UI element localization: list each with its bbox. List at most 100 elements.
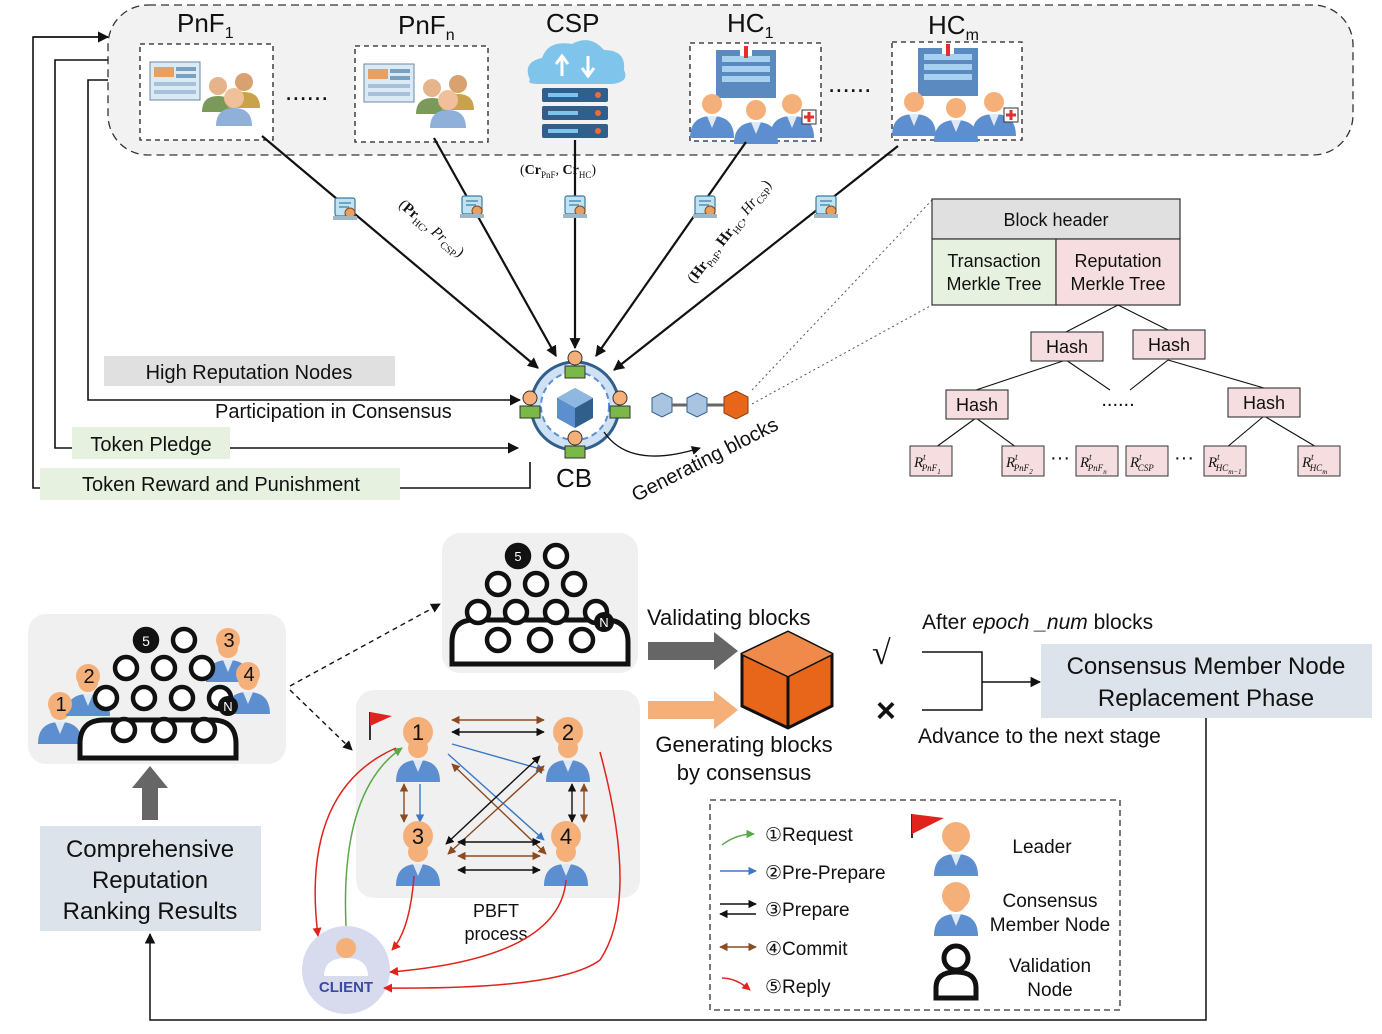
validators-icon: [449, 542, 631, 667]
hcm-label: HCm: [928, 10, 979, 44]
hash-node: Hash: [1148, 335, 1190, 355]
to-validators-arrow: [289, 603, 441, 687]
cb-consensus-icon: [519, 350, 631, 459]
token-pledge-box: [72, 427, 230, 459]
pbft-node-2: [546, 717, 590, 782]
pbft-node-label: 4: [560, 824, 572, 849]
decision-lines: [922, 651, 1042, 711]
pbft-node-1: [369, 712, 440, 782]
advance-label: Advance to the next stage: [918, 725, 1161, 748]
rep-tree-line2: Merkle Tree: [1070, 274, 1165, 294]
pbft-label-line1: PBFT: [473, 901, 519, 921]
generating-consensus-line2: by consensus: [677, 760, 812, 785]
legend-box: [709, 799, 1121, 1011]
legend-validation-line1: Validation: [1009, 956, 1091, 977]
legend-arrows: [719, 829, 757, 991]
merkle-tree-edges: [931, 304, 1319, 451]
pnf1-label: PnF1: [177, 8, 234, 42]
flows-to-cb: [261, 135, 899, 371]
pbft-label-line2: process: [464, 924, 527, 944]
merkle-hash-nodes: [945, 329, 1301, 420]
return-loop-line: [144, 718, 1207, 1021]
report-doc-icon: [813, 195, 839, 219]
ranked-nodes-icon: [38, 626, 270, 761]
block-header-title: Block header: [1003, 210, 1108, 230]
client-label: CLIENT: [319, 979, 373, 996]
legend-validation-icon: [933, 943, 979, 1001]
pbft-arrows: [399, 715, 589, 875]
generating-arrow: [603, 431, 701, 457]
merkle-dots: ......: [1101, 389, 1134, 411]
generating-blocks-label: Generating blocks: [628, 414, 782, 507]
validating-arrow: [648, 632, 738, 670]
legend-member-line1: Consensus: [1002, 891, 1097, 912]
legend-leader-icon: [911, 814, 978, 876]
dots-hc: ......: [828, 68, 871, 98]
legend-member-line2: Member Node: [990, 915, 1110, 936]
pbft-node-4: [544, 821, 588, 886]
leader-flag-icon: [370, 712, 392, 726]
dots-pnf: ......: [285, 76, 328, 106]
legend-commit: ④Commit: [765, 939, 848, 960]
hc1-hospital-icon: [689, 42, 822, 144]
merkle-leaf-box: [909, 445, 953, 477]
validating-blocks-label: Validating blocks: [647, 605, 810, 630]
hr-label: (HrPnF, HrHC, HrCSP): [685, 177, 778, 288]
merkle-leaf-box: [1001, 445, 1045, 477]
cb-label: CB: [556, 463, 592, 493]
ranking-line3: Ranking Results: [63, 898, 238, 925]
pnf1-icon: [139, 43, 274, 141]
report-doc-icon: [562, 195, 588, 219]
cr-label: (CrPnF, CrHC): [520, 163, 596, 180]
replacement-line1: Consensus Member Node: [1067, 653, 1346, 680]
participation-label: Participation in Consensus: [215, 401, 452, 423]
high-rep-box: [104, 356, 395, 386]
token-reward-box: [40, 468, 400, 500]
rank-badge-5: 5: [142, 633, 150, 649]
after-epoch-label: After epoch _num blocks: [922, 611, 1153, 634]
hash-node: Hash: [1046, 337, 1088, 357]
rank-badge-4: 4: [243, 664, 254, 686]
legend-validation-line2: Node: [1027, 980, 1072, 1001]
pnfn-label: PnFn: [398, 10, 455, 44]
orange-block-cube-icon: [740, 630, 834, 730]
hash-node: Hash: [1243, 393, 1285, 413]
client-icon: [302, 926, 390, 1014]
legend-request: ①Request: [765, 825, 854, 846]
legend-leader: Leader: [1012, 837, 1072, 858]
client-curves: [312, 747, 621, 993]
hash-node: Hash: [956, 395, 998, 415]
csp-cloud-server-icon: [527, 40, 626, 138]
merkle-leaf-box: [1297, 445, 1341, 477]
up-arrow: [132, 766, 168, 820]
rank-badge-3: 3: [223, 630, 234, 652]
replacement-box: [1041, 644, 1372, 718]
hcm-hospital-icon: [891, 41, 1023, 142]
legend-reply: ⑤Reply: [765, 977, 831, 998]
pnfn-icon: [354, 45, 489, 143]
report-doc-icon: [459, 195, 485, 219]
csp-label: CSP: [546, 8, 599, 38]
merkle-leaf-dots: ···: [1174, 447, 1194, 469]
validator-badge-5: 5: [514, 549, 521, 564]
check-mark: √: [872, 635, 891, 672]
pr-label: (PrHC, PrCSP): [394, 197, 468, 263]
to-pbft-arrow: [289, 689, 353, 751]
token-reward-label: Token Reward and Punishment: [82, 474, 360, 496]
cross-mark: ×: [876, 692, 896, 730]
ranking-line1: Comprehensive: [66, 836, 234, 863]
zoom-line: [751, 199, 933, 391]
tx-tree-line2: Merkle Tree: [946, 274, 1041, 294]
merkle-leaf-dots: ···: [1050, 447, 1070, 469]
report-doc-icon: [692, 195, 718, 219]
merkle-leaf-box: [1125, 445, 1169, 477]
rank-badge-1: 1: [55, 694, 66, 716]
